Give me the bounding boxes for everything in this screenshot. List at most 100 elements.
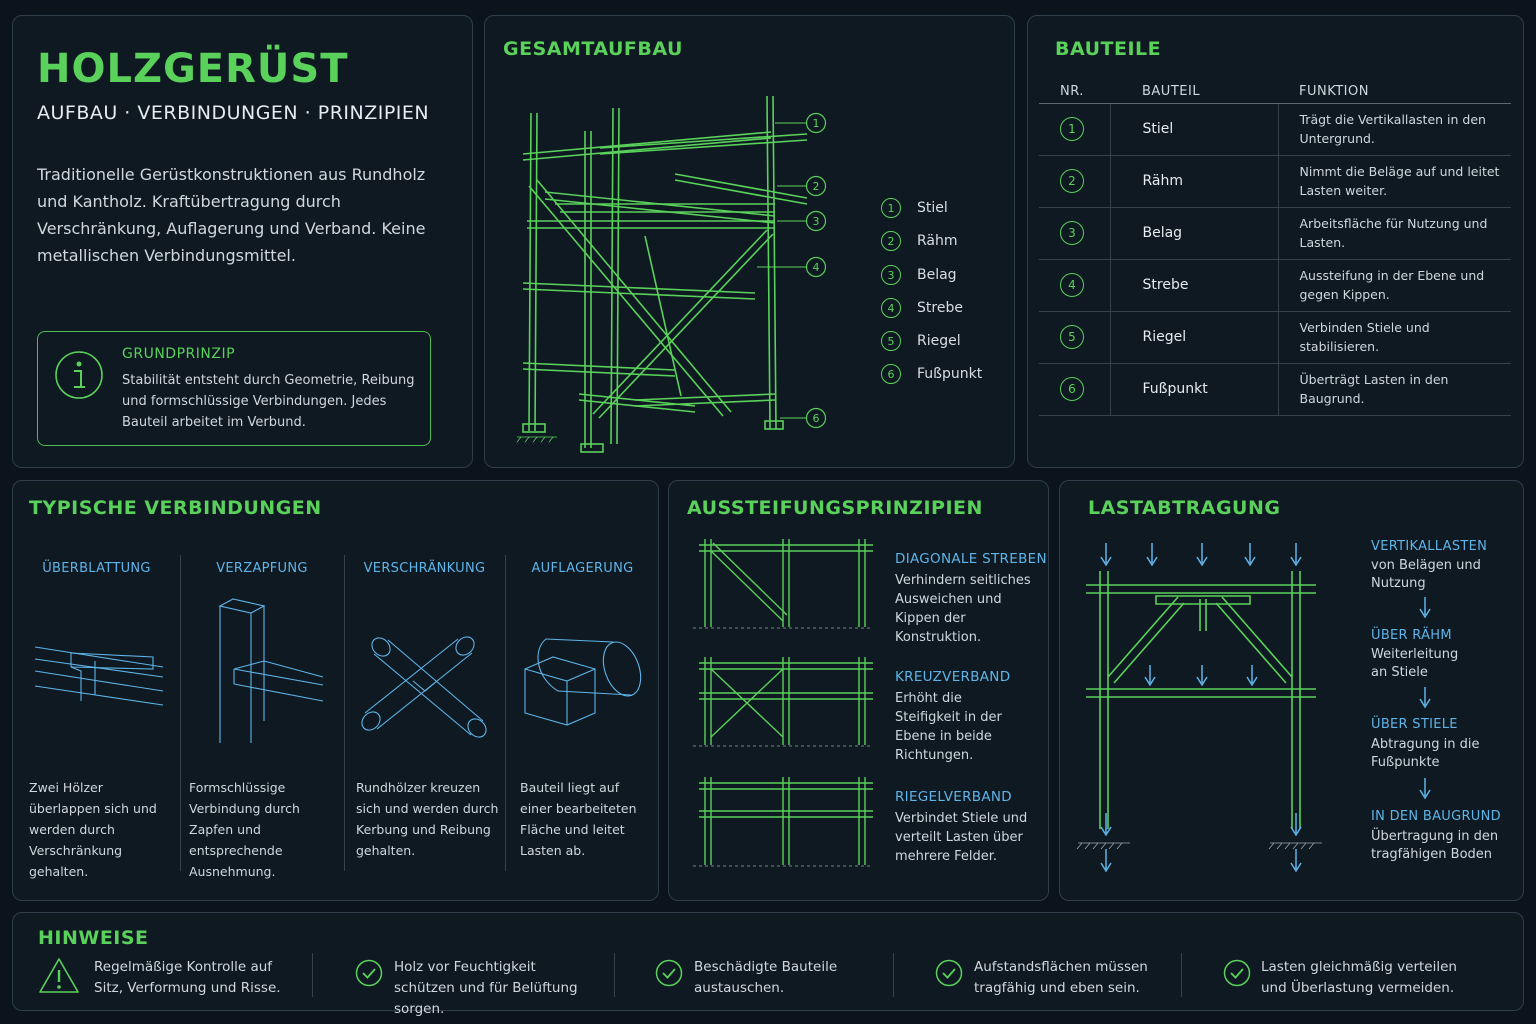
legend-label: Riegel [917,333,961,349]
table-row: 6 Fußpunkt Überträgt Lasten in den Baugr… [1039,363,1511,416]
row-part: Strebe [1110,259,1279,312]
bracing-title: AUSSTEIFUNGSPRINZIPIEN [687,497,983,519]
note-divider [312,953,313,997]
row-function: Nimmt die Beläge auf und leitet Lasten w… [1278,155,1511,208]
legend-label: Rähm [917,233,958,249]
info-text: Stabilität entsteht durch Geometrie, Rei… [122,373,415,430]
legend-number: 3 [881,265,901,285]
bracing-item-title: RIEGELVERBAND [895,789,1012,805]
load-step-title: ÜBER STIELE [1371,717,1458,732]
joint-text: Zwei Hölzer überlappen sich und werden d… [29,780,157,879]
loads-title: LASTABTRAGUNG [1088,497,1281,519]
row-number: 1 [1060,117,1084,141]
row-function: Arbeitsfläche für Nutzung und Lasten. [1278,207,1511,260]
legend-number: 6 [881,364,901,384]
joint-text: Rundhölzer kreuzen sich und werden durch… [356,780,499,858]
callout-marker: 1 [805,112,827,134]
callout-number: 1 [813,117,820,130]
callout-marker: 2 [805,175,827,197]
bearing-joint-drawing [524,638,642,726]
load-step-text: von Belägen und Nutzung [1371,558,1481,591]
legend-number: 4 [881,298,901,318]
info-icon [55,351,103,399]
check-icon [355,959,383,987]
joints-drawings [34,598,642,743]
parts-title: BAUTEILE [1055,38,1162,60]
legend-label: Belag [917,267,957,283]
callout-marker: 6 [805,407,827,429]
row-part: Riegel [1110,311,1279,364]
joint-title: VERSCHRÄNKUNG [363,561,486,576]
bracing-item-text: Verbindet Stiele und verteilt Lasten übe… [895,811,1028,864]
row-part: Fußpunkt [1110,363,1279,416]
joint-title: AUFLAGERUNG [531,561,634,576]
load-path-drawing [1076,543,1431,873]
callout-number: 4 [813,261,820,274]
legend-item: 4 Strebe [881,298,963,318]
table-row: 4 Strebe Aussteifung in der Ebene und ge… [1039,259,1511,312]
callout-number: 2 [813,180,820,193]
check-icon [935,959,963,987]
legend-item: 1 Stiel [881,198,948,218]
note-text: Aufstandsflächen müssen tragfähig und eb… [974,959,1148,996]
bracing-item-title: KREUZVERBAND [895,669,1011,685]
row-number: 2 [1060,169,1084,193]
overview-callouts: 1 2 3 4 6 [805,112,827,429]
intro-text: Traditionelle Gerüstkonstruktionen aus R… [37,165,426,265]
column-divider [344,555,345,871]
note-divider [614,953,615,997]
bracing-item-text: Erhöht die Steifigkeit in der Ebene in b… [895,691,1002,763]
callout-number: 6 [813,412,820,425]
legend-item: 5 Riegel [881,331,961,351]
table-row: 3 Belag Arbeitsfläche für Nutzung und La… [1039,207,1511,260]
row-function: Aussteifung in der Ebene und gegen Kippe… [1278,259,1511,312]
check-icon [1223,959,1251,987]
legend-number: 2 [881,231,901,251]
joint-text: Bauteil liegt auf einer bearbeiteten Flä… [520,780,637,858]
notes-panel: HINWEISE Regelmäßige Kontrolle auf Sitz,… [12,912,1524,1017]
table-header-row: NR. BAUTEIL FUNKTION [1039,82,1511,104]
scaffold-overview-drawing: 1 2 3 4 6 [516,95,827,453]
info-title: GRUNDPRINZIP [122,346,236,362]
load-step-text: Weiterleitung an Stiele [1371,647,1459,680]
joints-title: TYPISCHE VERBINDUNGEN [29,497,322,519]
load-step-title: IN DEN BAUGRUND [1371,809,1501,824]
note-divider [1181,953,1182,997]
callout-marker: 3 [805,210,827,232]
load-step-text: Abtragung in die Fußpunkte [1371,737,1480,770]
joint-title: VERZAPFUNG [216,561,308,576]
note-divider [893,953,894,997]
load-step-title: VERTIKALLASTEN [1371,539,1488,554]
warning-icon [39,958,79,993]
row-function: Verbinden Stiele und stabilisieren. [1278,311,1511,364]
column-divider [505,555,506,871]
row-function: Überträgt Lasten in den Baugrund. [1278,363,1511,416]
table-row: 5 Riegel Verbinden Stiele und stabilisie… [1039,311,1511,364]
legend-number: 5 [881,331,901,351]
legend-label: Stiel [917,200,948,216]
bracing-drawings [693,539,873,867]
lap-joint-drawing [34,646,164,706]
header-nr: NR. [1039,82,1110,104]
legend-item: 6 Fußpunkt [881,364,982,384]
row-number: 5 [1060,325,1084,349]
row-part: Stiel [1110,103,1279,156]
loads-panel: LASTABTRAGUNG [1059,480,1524,901]
cross-notch-drawing [361,636,487,738]
row-number: 4 [1060,273,1084,297]
bracing-item-title: DIAGONALE STREBEN [895,551,1047,567]
header-part: BAUTEIL [1110,82,1278,104]
page-subtitle: AUFBAU · VERBINDUNGEN · PRINZIPIEN [37,102,430,124]
joint-text: Formschlüssige Verbindung durch Zapfen u… [189,780,300,879]
legend-label: Fußpunkt [917,366,983,382]
header-function: FUNKTION [1278,82,1511,104]
load-step-text: Übertragung in den tragfähigen Boden [1371,829,1499,862]
joints-panel: TYPISCHE VERBINDUNGEN ÜBERBLATTUNG VERZA… [12,480,659,901]
table-row: 2 Rähm Nimmt die Beläge auf und leitet L… [1039,155,1511,208]
mortise-joint-drawing [218,598,324,743]
row-part: Rähm [1110,155,1279,208]
page-title: HOLZGERÜST [37,46,349,92]
bracing-item-text: Verhindern seitliches Ausweichen und Kip… [895,573,1031,645]
check-icon [655,959,683,987]
callout-number: 3 [813,215,820,228]
